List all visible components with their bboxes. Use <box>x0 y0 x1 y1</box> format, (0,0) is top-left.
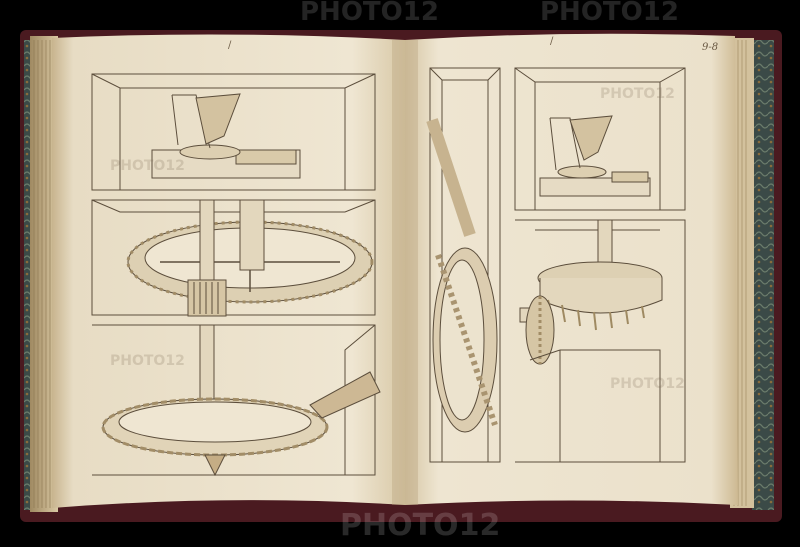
watermark-page-4: PHOTO12 <box>610 376 685 392</box>
watermark-bottom: PHOTO12 <box>340 508 500 543</box>
watermark-page-3: PHOTO12 <box>600 86 675 102</box>
watermark-top: PHOTO12 <box>300 0 439 27</box>
watermark-page-2: PHOTO12 <box>110 353 185 369</box>
left-page-mark: / <box>228 40 232 51</box>
right-mill-drawing <box>426 67 686 463</box>
right-page-mark: / <box>550 36 554 47</box>
folio-number: 9-8 <box>702 42 718 53</box>
gutter-shadow <box>392 40 418 505</box>
watermark-top-right: PHOTO12 <box>540 0 679 27</box>
watermark-page-1: PHOTO12 <box>110 158 185 174</box>
left-mill-drawing <box>91 73 381 477</box>
